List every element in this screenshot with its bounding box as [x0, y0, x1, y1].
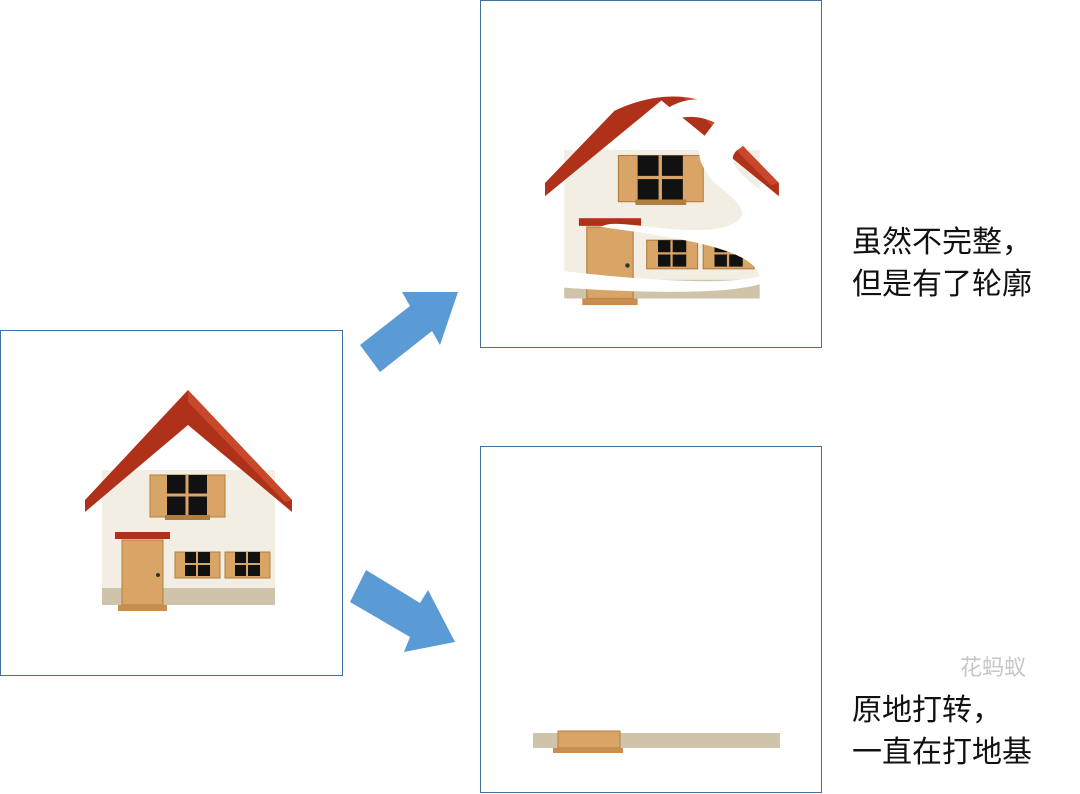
complete-house-image [83, 388, 294, 613]
watermark: 花蚂蚁 [960, 656, 1027, 681]
incomplete-caption: 虽然不完整， 但是有了轮廓 [852, 222, 1032, 306]
arrow-down-right-icon [350, 570, 455, 652]
incomplete-caption-line2: 但是有了轮廓 [852, 267, 1032, 302]
incomplete-caption-line1: 虽然不完整， [852, 225, 1032, 260]
stuck-caption-line2: 一直在打地基 [852, 735, 1032, 770]
arrow-up-right-icon [360, 292, 458, 372]
stuck-caption-line1: 原地打转， [852, 693, 1002, 728]
partial-house-image [543, 60, 781, 307]
foundation-image [533, 730, 780, 753]
stuck-caption: 原地打转， 一直在打地基 [852, 690, 1032, 774]
